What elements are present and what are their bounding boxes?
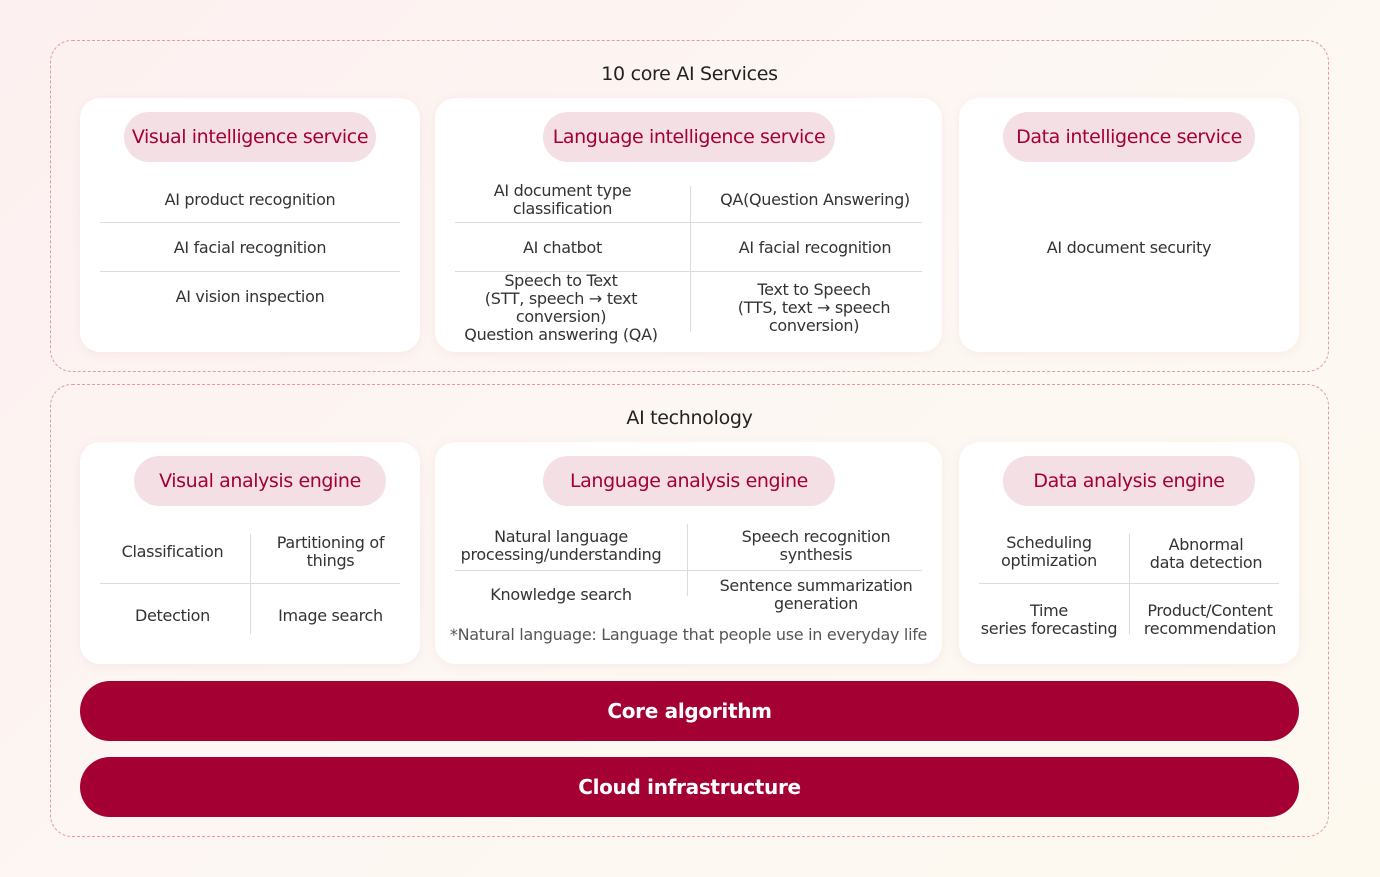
divider — [1129, 534, 1130, 634]
list-item: Text to Speech (TTS, text → speech conve… — [737, 280, 891, 335]
visual-intelligence-heading: Visual intelligence service — [124, 112, 376, 162]
visual-intelligence-card: Visual intelligence service AI product r… — [80, 98, 420, 352]
divider — [455, 271, 922, 272]
divider — [979, 583, 1279, 584]
language-analysis-card: Language analysis engine Natural languag… — [435, 442, 942, 664]
list-item: AI facial recognition — [173, 238, 327, 257]
list-item: AI facial recognition — [738, 238, 892, 257]
list-item: Detection — [134, 606, 211, 625]
divider — [100, 271, 400, 272]
technology-group: AI technology — [50, 384, 1329, 837]
list-item: Natural language processing/understandin… — [460, 527, 662, 564]
list-item: AI document security — [1046, 238, 1212, 257]
list-item: Speech to Text (STT, speech → text conve… — [464, 271, 658, 344]
divider — [690, 186, 691, 332]
divider — [455, 570, 922, 571]
visual-analysis-card: Visual analysis engine Classification Pa… — [80, 442, 420, 664]
divider — [100, 583, 400, 584]
divider — [687, 524, 688, 596]
footnote: *Natural language: Language that people … — [449, 625, 928, 644]
list-item: Speech recognition synthesis — [741, 527, 891, 564]
list-item: Sentence summarization generation — [719, 576, 913, 613]
data-intelligence-heading: Data intelligence service — [1003, 112, 1255, 162]
language-intelligence-card: Language intelligence service AI documen… — [435, 98, 942, 352]
list-item: Scheduling optimization — [1001, 533, 1097, 570]
list-item: AI vision inspection — [175, 287, 325, 306]
list-item: Image search — [278, 606, 383, 625]
data-analysis-card: Data analysis engine Scheduling optimiza… — [959, 442, 1299, 664]
list-item: QA(Question Answering) — [720, 190, 910, 209]
services-group: 10 core AI Services — [50, 40, 1329, 372]
cloud-infrastructure-bar: Cloud infrastructure — [80, 757, 1299, 817]
data-analysis-heading: Data analysis engine — [1003, 456, 1255, 506]
list-item: AI chatbot — [523, 238, 602, 257]
list-item: Partitioning of things — [276, 533, 385, 570]
divider — [250, 534, 251, 634]
language-analysis-heading: Language analysis engine — [543, 456, 835, 506]
list-item: Abnormal data detection — [1149, 535, 1263, 572]
divider — [100, 222, 400, 223]
services-title: 10 core AI Services — [601, 63, 778, 85]
list-item: AI product recognition — [164, 190, 336, 209]
list-item: Time series forecasting — [980, 601, 1118, 638]
technology-title: AI technology — [626, 407, 753, 429]
language-intelligence-heading: Language intelligence service — [543, 112, 835, 162]
data-intelligence-card: Data intelligence service AI document se… — [959, 98, 1299, 352]
divider — [455, 222, 922, 223]
list-item: Knowledge search — [490, 585, 632, 604]
visual-analysis-heading: Visual analysis engine — [134, 456, 386, 506]
core-algorithm-bar: Core algorithm — [80, 681, 1299, 741]
list-item: AI document type classification — [493, 181, 632, 218]
list-item: Classification — [121, 542, 224, 561]
list-item: Product/Content recommendation — [1143, 601, 1277, 638]
